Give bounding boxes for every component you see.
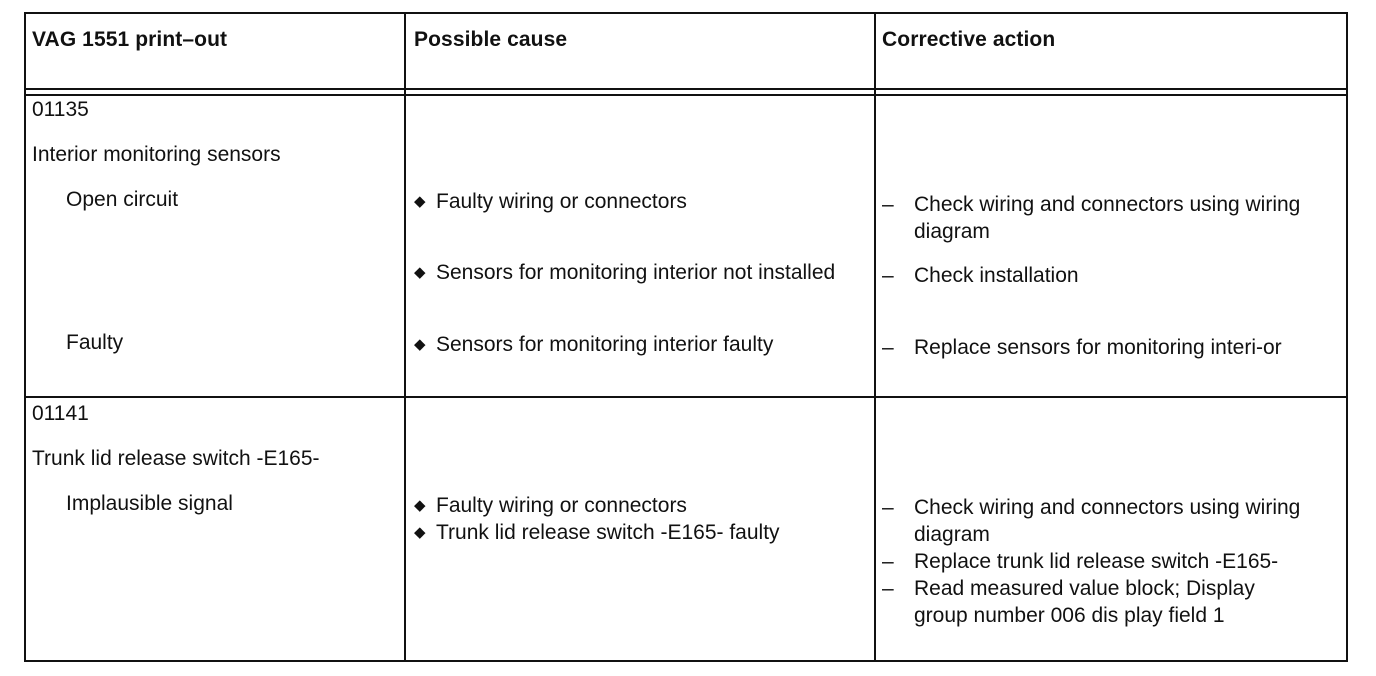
diamond-bullet-icon: ◆ [414, 264, 426, 281]
header-divider-lower [24, 94, 1348, 96]
dash-bullet-icon: – [882, 193, 894, 216]
table-left-border [24, 12, 26, 662]
diamond-bullet-icon: ◆ [414, 336, 426, 353]
action-text: Read measured value block; Display group… [914, 577, 1255, 627]
dash-bullet-icon: – [882, 550, 894, 573]
action-text: Check wiring and connectors using wiring… [914, 496, 1301, 546]
cause-text: Faulty wiring or connectors [436, 494, 687, 517]
header-possible-cause: Possible cause [414, 28, 568, 51]
cause-text: Trunk lid release switch -E165- faulty [436, 521, 780, 544]
dash-bullet-icon: – [882, 496, 894, 519]
table-right-border [1346, 12, 1348, 662]
component-name: Trunk lid release switch -E165- [32, 447, 320, 470]
fault-type: Open circuit [66, 188, 179, 211]
fault-type: Faulty [66, 331, 124, 354]
fault-code: 01141 [32, 402, 89, 425]
dash-bullet-icon: – [882, 336, 894, 359]
cause-text: Sensors for monitoring interior not inst… [436, 261, 836, 284]
action-text: Replace trunk lid release switch -E165- [914, 550, 1279, 573]
cause-text: Faulty wiring or connectors [436, 190, 687, 213]
diamond-bullet-icon: ◆ [414, 497, 426, 514]
component-name: Interior monitoring sensors [32, 143, 281, 166]
table-bottom-border [24, 660, 1348, 662]
diamond-bullet-icon: ◆ [414, 193, 426, 210]
column-divider-2 [874, 12, 876, 662]
diagnostic-table: VAG 1551 print–out Possible cause Correc… [24, 12, 1348, 662]
dash-bullet-icon: – [882, 264, 894, 287]
fault-type: Implausible signal [66, 492, 233, 515]
fault-code: 01135 [32, 98, 89, 121]
column-divider-1 [404, 12, 406, 662]
header-corrective-action: Corrective action [882, 28, 1056, 51]
action-text: Replace sensors for monitoring interi-or [914, 336, 1282, 359]
action-text: Check wiring and connectors using wiring… [914, 193, 1301, 243]
header-printout: VAG 1551 print–out [32, 28, 228, 51]
cause-text: Sensors for monitoring interior faulty [436, 333, 774, 356]
action-text: Check installation [914, 264, 1079, 287]
header-divider-upper [24, 88, 1348, 90]
row-divider [24, 396, 1348, 398]
dash-bullet-icon: – [882, 577, 894, 600]
diamond-bullet-icon: ◆ [414, 524, 426, 541]
table-top-border [24, 12, 1348, 14]
